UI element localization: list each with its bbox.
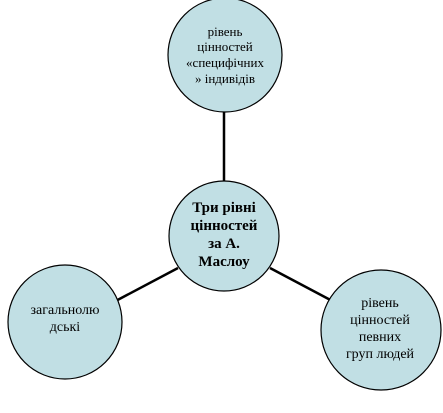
node-left-label: загальнолю дські [10,300,120,340]
node-center-line: цінностей [190,218,258,234]
node-right-line: рівень [361,296,399,312]
node-left-line: дські [49,320,81,335]
connector-center-left [109,266,179,306]
node-right-label: рівень цінностей певних груп людей [320,290,440,370]
node-top-line: » індивідів [194,70,255,86]
node-top-line: цінностей [197,39,253,55]
node-top-line: «специфічних [186,55,264,70]
node-center-label: Три рівні цінностей за А. Маслоу [170,195,278,275]
node-top-circle [167,0,283,113]
node-left-line: загальнолю [30,303,100,319]
node-center-line: за А. [208,236,240,252]
node-center-line: Три рівні [192,200,256,216]
node-top-label: рівень цінностей «специфічних » індивіді… [170,16,280,94]
node-center-line: Маслоу [198,254,250,270]
node-right-line: груп людей [345,346,415,362]
node-right-line: цінностей [350,313,410,329]
connector-center-right [269,266,339,306]
node-right-line: певних [358,330,402,345]
node-top-line: рівень [207,23,243,39]
node-right-circle [320,269,442,391]
node-center-circle [168,180,280,292]
node-left-circle [7,264,123,380]
